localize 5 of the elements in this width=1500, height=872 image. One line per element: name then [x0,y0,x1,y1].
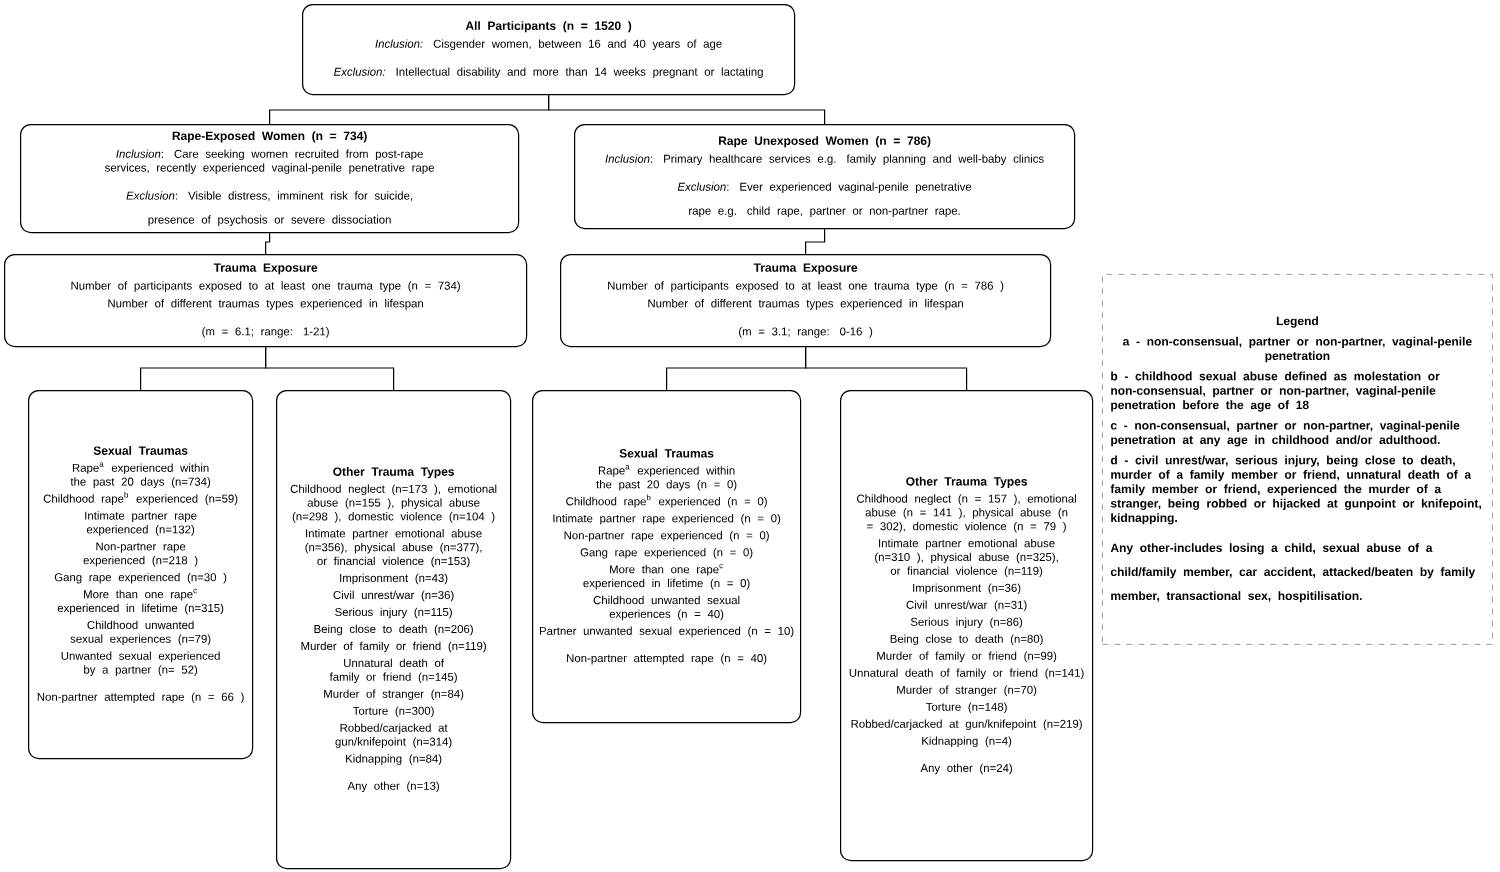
connector-line [265,346,395,391]
connector-line [548,94,826,125]
connector-line [265,232,271,255]
connector-line [805,228,826,255]
connector-line [805,346,968,391]
